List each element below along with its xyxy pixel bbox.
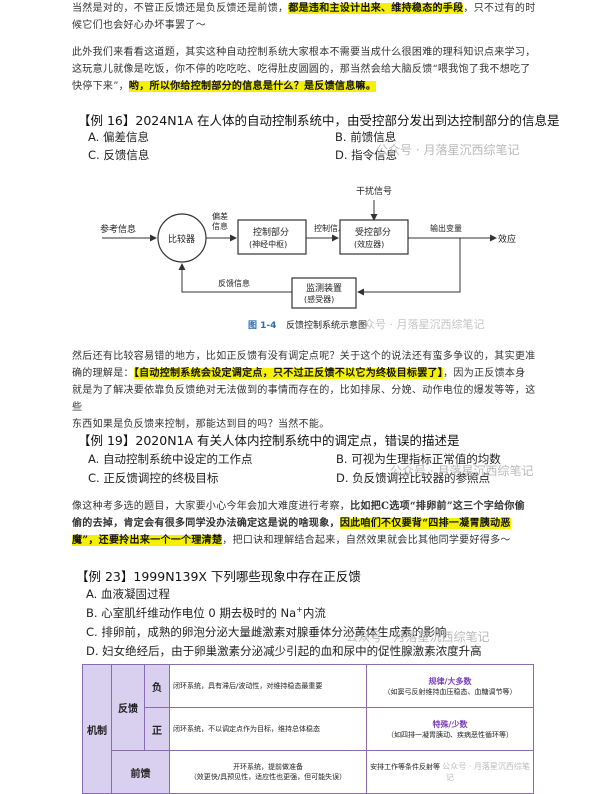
control-part-box bbox=[237, 219, 307, 255]
watermark: 公众号 · 月落星沉西综笔记 bbox=[442, 762, 530, 782]
example-16-option-a: A. 偏差信息 bbox=[88, 130, 149, 144]
negative-example: 规律/大多数 （如窦弓反射维持血压稳态、血糖调节等） bbox=[366, 664, 534, 708]
text: 确的理解是： bbox=[72, 368, 134, 379]
feedforward-desc: 开环系统，提前做准备 （效更快/具预见性，适应性也更强，但可能失误） bbox=[169, 750, 367, 794]
feedback-control-diagram: 干扰信号 参考信息 比较器 偏差 信息 控制部分 (神经中枢) 控制信息 受控部… bbox=[100, 185, 516, 331]
table-row: 前馈 开环系统，提前做准备 （效更快/具预见性，适应性也更强，但可能失误） 安排… bbox=[83, 750, 534, 794]
example-23-option-c: C. 排卵前，成熟的卵泡分泌大量雌激素对腺垂体分泌黄体生成素的影响 bbox=[86, 625, 447, 639]
control-info-label: 控制信息 bbox=[314, 223, 346, 233]
example-23-title: 【例 23】1999N139X 下列哪些现象中存在正反馈 bbox=[76, 569, 361, 584]
text: （效更快/具预见性，适应性也更强，但可能失误） bbox=[189, 773, 347, 781]
paragraph-1: 当然是对的，不管正反馈还是负反馈还是前馈，都是违和主设计出来、维持稳态的手段，只… bbox=[72, 0, 542, 34]
paragraph-4: 像这种考多选的题目，大家要小心今年会加大难度进行考察，比如把C选项“排卵前”这三… bbox=[72, 498, 542, 549]
example-23-option-b: B. 心室肌纤维动作电位 0 期去极时的 Na+内流 bbox=[86, 605, 326, 621]
bold-text: 偷的去掉，肯定会有很多同学没办法确定这是说的啥现象， bbox=[72, 518, 340, 529]
caption-text: 反馈控制系统示意图 bbox=[286, 319, 367, 331]
text: 此外我们来看看这道题，其实这种自动控制系统大家根本不需要当成什么很困难的理科知识… bbox=[72, 47, 536, 58]
text: 安排工作等条件反射等 bbox=[370, 763, 441, 771]
text: 快停下来”， bbox=[72, 81, 129, 92]
summary-table: 机制 反馈 负 闭环系统，具有滞后/波动性，对维持稳态最重要 规律/大多数 （如… bbox=[82, 664, 534, 794]
control-part-label: 控制部分 bbox=[253, 226, 289, 238]
mechanism-cell: 机制 bbox=[82, 664, 112, 794]
text: ，把口诀和理解结合起来，自然效果就会比其他同学要好得多～ bbox=[222, 535, 511, 546]
text: 这玩意儿就像是吃饭，你不停的吃吃吃、吃得肚皮圆圆的，那当然会给大脑反馈“喂我饱了… bbox=[72, 64, 531, 75]
positive-cell: 正 bbox=[144, 707, 170, 751]
example-16-title: 【例 16】2024N1A 在人体的自动控制系统中，由受控部分发出到达控制部分的… bbox=[78, 113, 560, 128]
interference-label: 干扰信号 bbox=[356, 185, 392, 197]
example-16-option-b: B. 前馈信息 bbox=[335, 130, 397, 144]
text: 像这种考多选的题目，大家要小心今年会加大难度进行考察， bbox=[72, 501, 351, 512]
table-row: 机制 反馈 负 闭环系统，具有滞后/波动性，对维持稳态最重要 规律/大多数 （如… bbox=[82, 664, 534, 794]
controlled-part-box bbox=[339, 219, 409, 255]
text: 开环系统，提前做准备 bbox=[233, 763, 303, 771]
monitor-sub: (感受器) bbox=[304, 294, 334, 304]
caption-number: 图 1-4 bbox=[248, 320, 276, 331]
text: ，只不过有的时 bbox=[463, 3, 536, 14]
control-part-sub: (神经中枢) bbox=[249, 239, 287, 249]
paragraph-3: 然后还有比较容易错的地方，比如正反馈有没有调定点呢？关于这个的说法还有蛮多争议的… bbox=[72, 348, 542, 433]
highlight-text: 都是违和主设计出来、维持稳态的手段 bbox=[288, 3, 464, 14]
example-19-option-c: C. 正反馈调控的终极目标 bbox=[88, 471, 219, 485]
example-19-option-b: B. 可视为生理指标正常值的均数 bbox=[336, 452, 501, 466]
text: 然后还有比较容易错的地方，比如正反馈有没有调定点呢？关于这个的说法还有蛮多争议的… bbox=[72, 351, 536, 362]
feedback-cell: 反馈 bbox=[111, 664, 145, 751]
watermark: 公众号 · 月落星沉西综笔记 bbox=[390, 464, 534, 478]
feedback-info-label: 反馈信息 bbox=[218, 278, 250, 288]
feedforward-example: 安排工作等条件反射等 公众号 · 月落星沉西综笔记 bbox=[366, 750, 534, 794]
deviation-label-1: 偏差 bbox=[212, 211, 228, 221]
table-row: 正 闭环系统，不以调定点作为目标，维持总体稳态 特殊/少数 （如四排一凝胃胰动、… bbox=[83, 707, 534, 751]
highlight-text: 哟，所以你给控制部分的信息是什么？是反馈信息嘛。 bbox=[128, 81, 377, 92]
highlight-text: 【自动控制系统会设定调定点，只不过正反馈不以它为终极目标罢了】 bbox=[133, 368, 444, 379]
example-19-option-a: A. 自动控制系统中设定的工作点 bbox=[88, 452, 253, 466]
text: ，因为正反馈本身 bbox=[443, 368, 526, 379]
reference-label: 参考信息 bbox=[100, 223, 136, 235]
example-16-option-c: C. 反馈信息 bbox=[88, 148, 150, 162]
example-16-option-d: D. 指令信息 bbox=[335, 148, 398, 162]
paragraph-2: 此外我们来看看这道题，其实这种自动控制系统大家根本不需要当成什么很困难的理科知识… bbox=[72, 44, 542, 95]
positive-desc: 闭环系统，不以调定点作为目标，维持总体稳态 bbox=[169, 707, 367, 751]
example-19-title: 【例 19】2020N1A 有关人体内控制系统中的调定点，错误的描述是 bbox=[78, 433, 460, 448]
example-19-option-d: D. 负反馈调控比较器的参照点 bbox=[336, 471, 491, 485]
text: B. 心室肌纤维动作电位 0 期去极时的 Na bbox=[86, 606, 297, 620]
text: （如窦弓反射维持血压稳态、血糖调节等） bbox=[383, 687, 517, 696]
monitor-box bbox=[291, 277, 357, 309]
example-23-option-a: A. 血液凝固过程 bbox=[86, 587, 170, 601]
text: 内流 bbox=[302, 606, 326, 620]
watermark: 公众号 · 月落星沉西综笔记 bbox=[346, 630, 490, 644]
controlled-part-label: 受控部分 bbox=[355, 226, 391, 238]
effect-label: 效应 bbox=[498, 233, 516, 245]
watermark: 公众号 · 月落星沉西综笔记 bbox=[376, 143, 520, 157]
superscript: + bbox=[296, 605, 303, 615]
highlight-text: 因此咱们不仅要背“四排一凝胃胰动恶 bbox=[339, 518, 511, 529]
watermark: 众号 · 月落星沉西综笔记 bbox=[364, 317, 485, 331]
bold-text: 比如把C选项“排卵前”这三个字给你偷 bbox=[350, 501, 525, 512]
text: 当然是对的，不管正反馈还是负反馈还是前馈， bbox=[72, 3, 289, 14]
example-23-option-d: D. 妇女绝经后，由于卵巢激素分泌减少引起的血和尿中的促性腺激素浓度升高 bbox=[86, 644, 482, 658]
deviation-label-2: 信息 bbox=[212, 221, 228, 231]
text: 候它们也会好心办坏事罢了～ bbox=[72, 20, 206, 31]
text: （如四排一凝胃胰动、疾病恶性循环等） bbox=[387, 730, 513, 739]
controlled-part-sub: (效应器) bbox=[354, 239, 384, 249]
negative-cell: 负 bbox=[144, 664, 170, 708]
negative-desc: 闭环系统，具有滞后/波动性，对维持稳态最重要 bbox=[169, 664, 367, 708]
text: 东西如果是负反馈来控制，那能达到目的吗？当然不能。 bbox=[72, 419, 330, 430]
text: 特殊/少数 bbox=[432, 719, 468, 729]
text: 就是为了解决要依靠负反馈绝对无法做到的事情而存在的，比如排尿、分娩、动作电位的爆… bbox=[72, 385, 536, 413]
comparator-label: 比较器 bbox=[168, 233, 195, 245]
output-label: 输出变量 bbox=[430, 223, 462, 233]
feedforward-cell: 前馈 bbox=[111, 750, 170, 794]
highlight-text: 魔”，还要拎出来一个一个理清楚 bbox=[72, 535, 223, 546]
positive-example: 特殊/少数 （如四排一凝胃胰动、疾病恶性循环等） bbox=[366, 707, 534, 751]
monitor-label: 监测装置 bbox=[306, 282, 342, 294]
text: 规律/大多数 bbox=[428, 676, 472, 686]
